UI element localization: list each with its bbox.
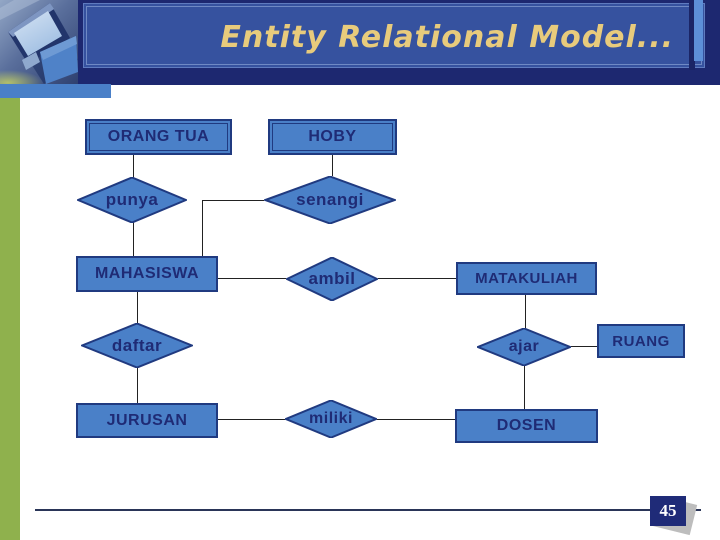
entity-label: RUANG <box>612 332 670 350</box>
connector-mahasiswa-ambil <box>218 278 286 279</box>
connector-jurusan-miliki <box>218 419 285 420</box>
connector-hoby-senangi <box>332 155 333 176</box>
blue-strip <box>0 84 111 98</box>
relationship-label: daftar <box>111 335 163 355</box>
relationship-ambil: ambil <box>286 257 378 301</box>
connector-senangi-mahasiswa-h <box>202 200 264 201</box>
entity-label: HOBY <box>308 128 357 145</box>
connector-ambil-matakuliah <box>378 278 456 279</box>
entity-hoby: HOBY <box>268 119 397 155</box>
relationship-ajar: ajar <box>477 328 571 366</box>
connector-senangi-mahasiswa-v <box>202 200 203 256</box>
page-number-badge: 45 <box>650 496 686 526</box>
accent-slot <box>689 0 695 70</box>
entity-label: MAHASISWA <box>94 265 200 282</box>
connector-punya-mahasiswa <box>133 221 134 256</box>
relationship-label: ajar <box>508 338 540 355</box>
entity-dosen: DOSEN <box>455 409 598 443</box>
relationship-miliki: miliki <box>285 400 377 438</box>
relationship-senangi: senangi <box>264 176 396 224</box>
accent-bar <box>694 0 703 61</box>
header-band: Entity Relational Model... <box>0 0 720 85</box>
relationship-label: punya <box>105 190 159 209</box>
entity-label: JURUSAN <box>106 411 188 429</box>
page-number: 45 <box>659 501 677 520</box>
footer-divider-line <box>35 509 701 511</box>
slide-title: Entity Relational Model... <box>220 20 674 55</box>
connector-ajar-ruang <box>571 346 597 347</box>
entity-orang-tua: ORANG TUA <box>85 119 232 155</box>
computer-icon <box>0 0 78 84</box>
entity-jurusan: JURUSAN <box>76 403 218 438</box>
relationship-label: senangi <box>296 190 364 209</box>
connector-mahasiswa-daftar <box>137 292 138 323</box>
title-panel: Entity Relational Model... <box>83 3 705 68</box>
entity-mahasiswa: MAHASISWA <box>76 256 218 292</box>
relationship-punya: punya <box>77 177 187 223</box>
connector-matakuliah-ajar <box>525 295 526 328</box>
entity-matakuliah: MATAKULIAH <box>456 262 597 295</box>
relationship-daftar: daftar <box>81 323 193 368</box>
green-sidebar-bar <box>0 98 20 540</box>
connector-daftar-jurusan <box>137 368 138 403</box>
entity-label: MATAKULIAH <box>475 270 578 287</box>
connector-orangtua-punya <box>133 155 134 179</box>
entity-label: ORANG TUA <box>107 128 210 145</box>
connector-miliki-dosen <box>377 419 455 420</box>
connector-ajar-dosen <box>524 366 525 409</box>
relationship-label: miliki <box>309 410 353 427</box>
relationship-label: ambil <box>308 269 356 288</box>
entity-label: DOSEN <box>496 417 557 434</box>
entity-ruang: RUANG <box>597 324 685 358</box>
